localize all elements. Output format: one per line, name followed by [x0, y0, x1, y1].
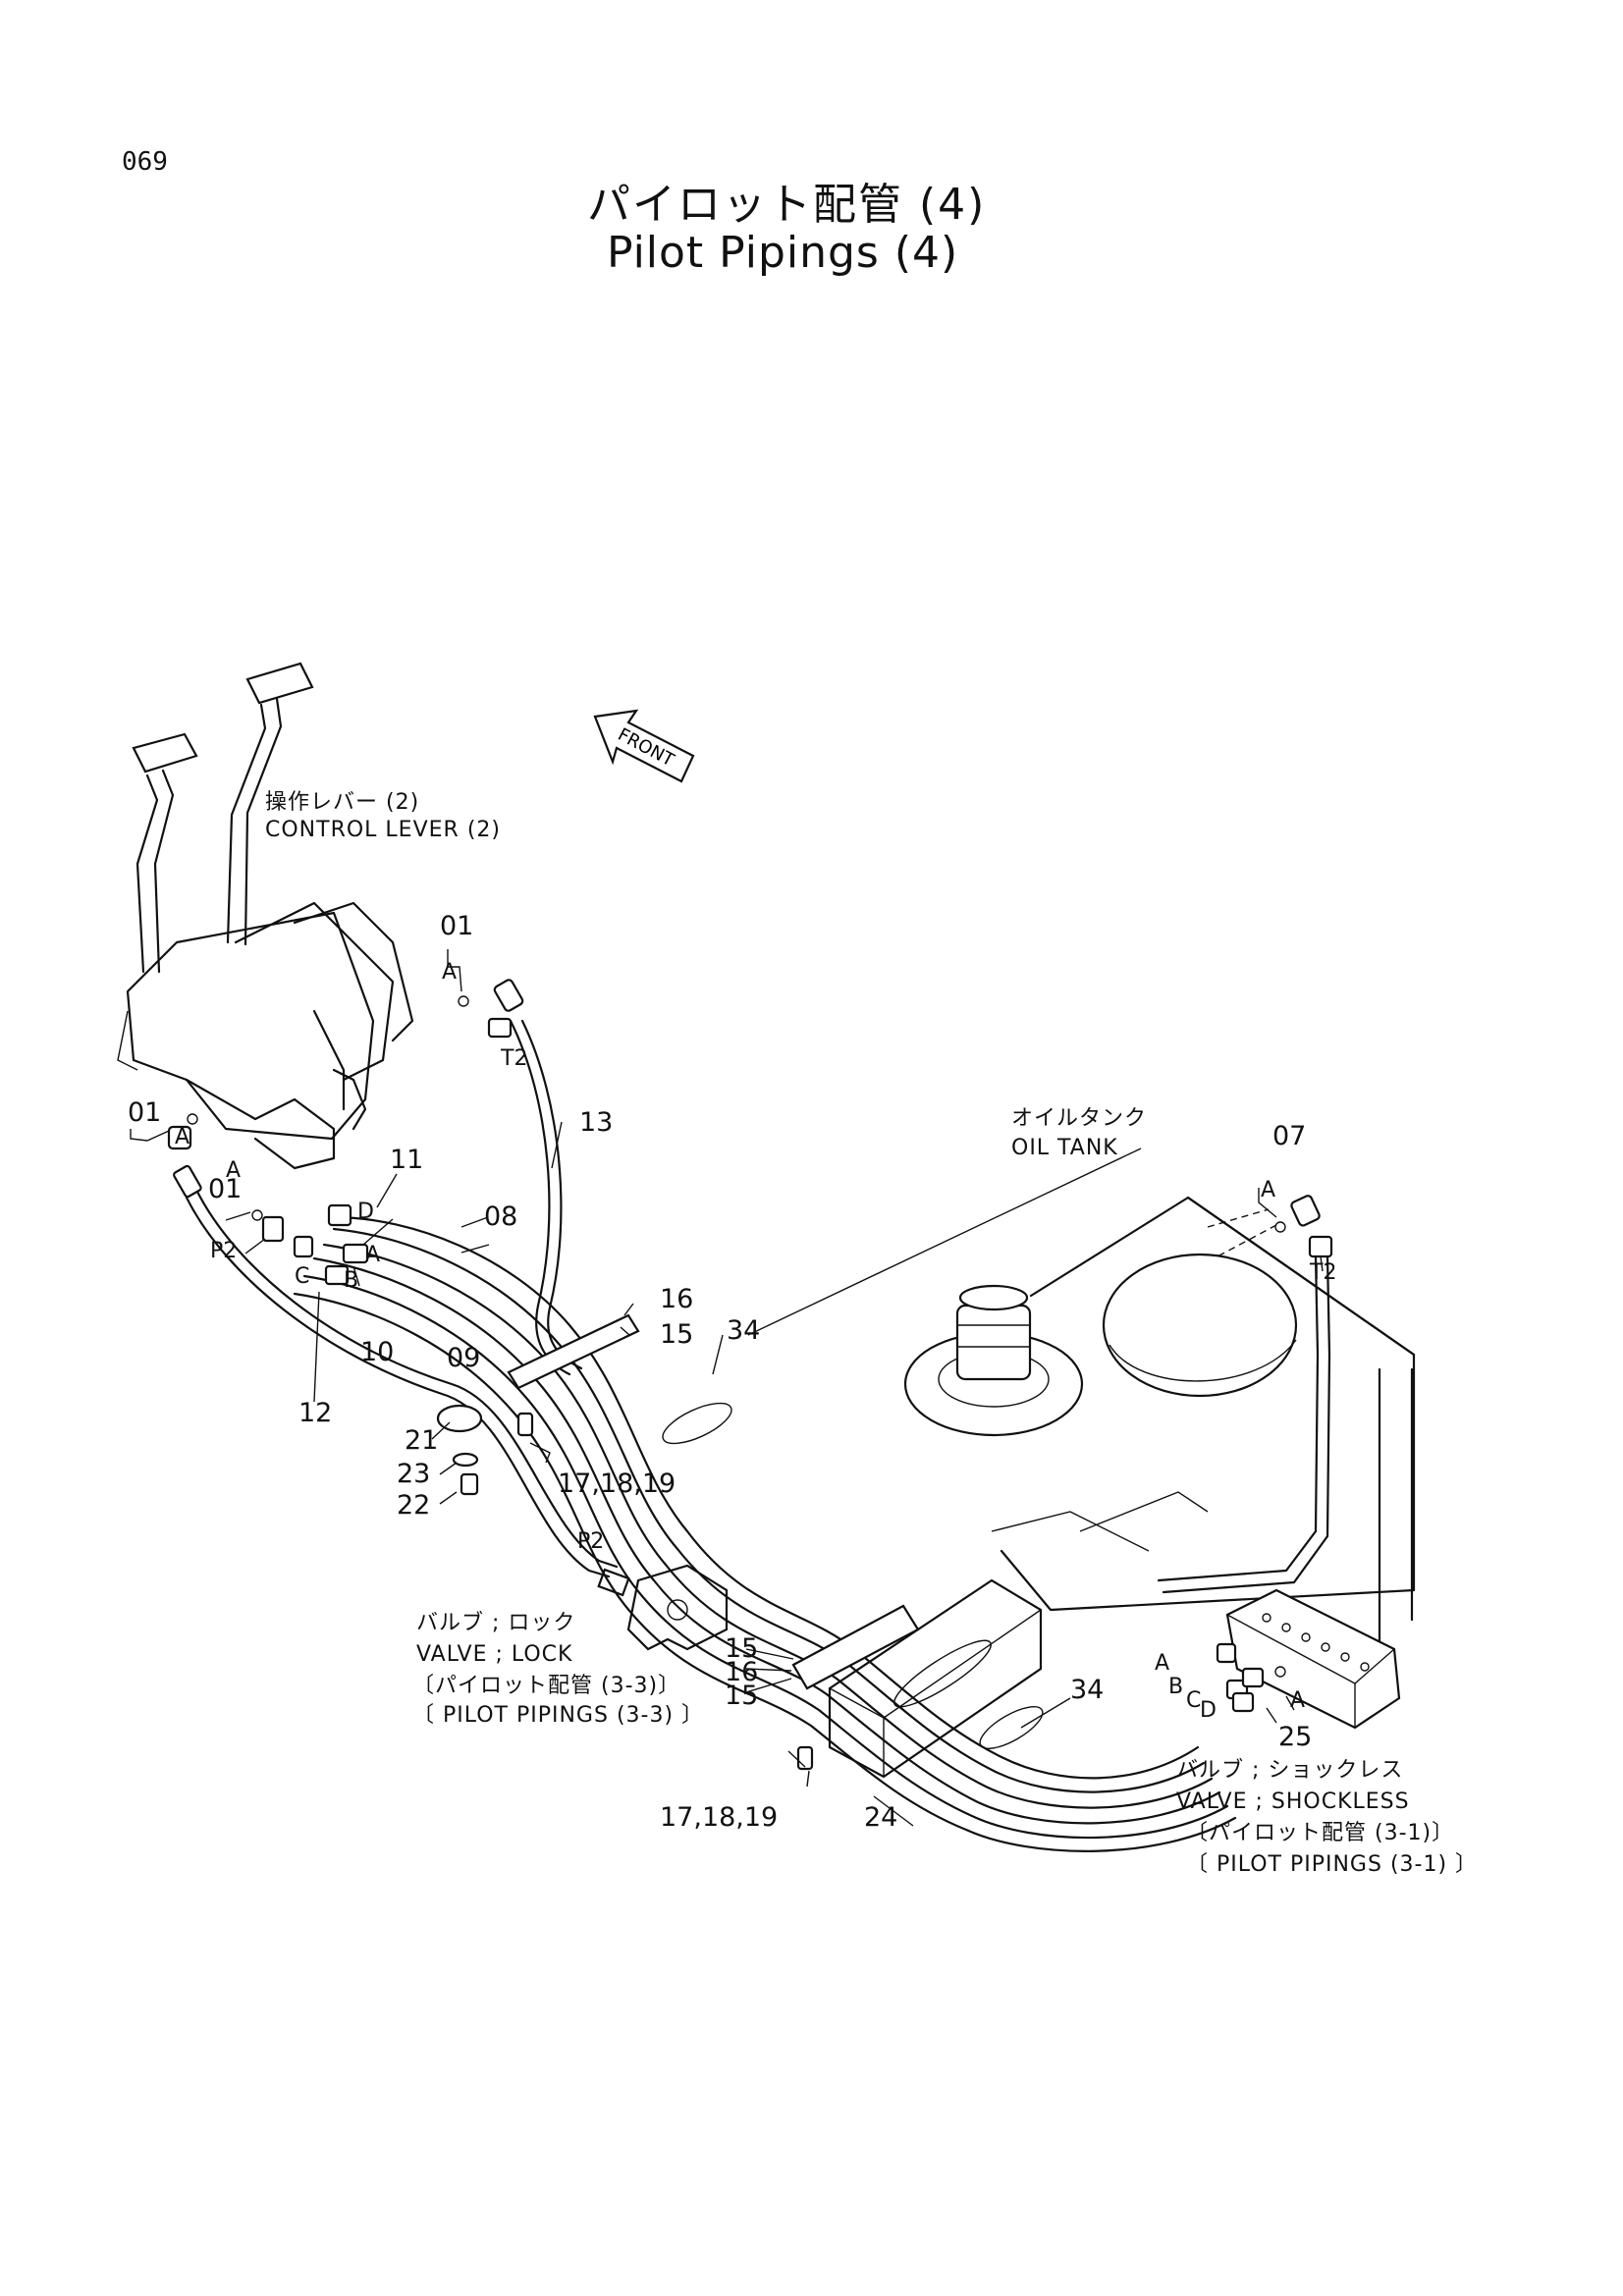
- valve-lock-ref-en: 〔 PILOT PIPINGS (3-3) 〕: [412, 1703, 705, 1728]
- part-10: 10: [360, 1337, 395, 1367]
- valve-shockless-ref-en: 〔 PILOT PIPINGS (3-1) 〕: [1186, 1852, 1479, 1877]
- part-23: 23: [397, 1459, 431, 1489]
- port-p2-left: P2: [210, 1239, 238, 1263]
- port-d-shockless: D: [1200, 1698, 1217, 1723]
- port-a-top: A: [442, 960, 458, 985]
- port-c-shockless: C: [1186, 1688, 1202, 1713]
- part-01-top: 01: [440, 911, 474, 941]
- part-34-top: 34: [727, 1315, 761, 1346]
- port-t2-top: T2: [501, 1046, 528, 1071]
- part-24: 24: [864, 1802, 898, 1833]
- part-07: 07: [1272, 1121, 1307, 1151]
- part-22: 22: [397, 1490, 431, 1521]
- port-a-shockless: A: [1155, 1651, 1170, 1676]
- part-11: 11: [390, 1145, 424, 1175]
- oil-tank-label-ja: オイルタンク: [1011, 1106, 1148, 1131]
- part-09: 09: [447, 1343, 481, 1373]
- part-15-a: 15: [725, 1633, 759, 1664]
- control-lever-assembly: [117, 662, 414, 1170]
- port-b-pipe: B: [344, 1268, 359, 1293]
- part-21: 21: [405, 1425, 439, 1456]
- page-title-english: Pilot Pipings (4): [607, 228, 959, 278]
- port-b-shockless: B: [1168, 1675, 1184, 1699]
- port-c-pipe: C: [295, 1264, 310, 1289]
- control-lever-label-ja: 操作レバー (2): [265, 790, 420, 815]
- port-d: D: [357, 1200, 374, 1224]
- part-17-18-19-low: 17,18,19: [660, 1802, 779, 1833]
- part-13: 13: [579, 1107, 614, 1138]
- fittings: [167, 979, 1333, 1771]
- oil-tank: [903, 1196, 1416, 1671]
- valve-shockless-ref-ja: 〔パイロット配管 (3-1)〕: [1186, 1821, 1455, 1845]
- port-p2-lock: P2: [577, 1529, 605, 1554]
- part-25: 25: [1278, 1722, 1313, 1752]
- valve-shockless-label-ja: バルブ ; ショックレス: [1176, 1758, 1404, 1783]
- pipe-bundle: [185, 1019, 1237, 1852]
- control-lever-label-en: CONTROL LEVER (2): [265, 818, 501, 842]
- leader-lines: [130, 949, 1324, 1827]
- part-34-low: 34: [1070, 1675, 1105, 1705]
- part-08: 08: [484, 1201, 518, 1232]
- oil-tank-label-en: OIL TANK: [1011, 1136, 1118, 1160]
- part-01-left: 01: [128, 1097, 162, 1128]
- valve-shockless-label-en: VALVE ; SHOCKLESS: [1176, 1789, 1410, 1814]
- port-a-shockless-2: A: [1290, 1688, 1306, 1713]
- part-15-top: 15: [660, 1319, 694, 1350]
- bracket-24: [828, 1578, 1043, 1779]
- part-16-top: 16: [660, 1284, 694, 1314]
- part-15-b: 15: [725, 1681, 759, 1711]
- valve-lock-label-ja: バルブ ; ロック: [416, 1611, 576, 1635]
- port-a-pipe: A: [365, 1243, 381, 1267]
- front-arrow: FRONT: [593, 709, 695, 783]
- part-16-low: 16: [725, 1657, 759, 1687]
- part-17-18-19-top: 17,18,19: [558, 1468, 676, 1499]
- part-01-mid: 01: [208, 1174, 243, 1204]
- valve-lock-label-en: VALVE ; LOCK: [416, 1642, 573, 1667]
- port-a-tank: A: [1261, 1178, 1276, 1202]
- port-a-mid: A: [226, 1158, 242, 1183]
- shockless-valve: [1225, 1588, 1401, 1730]
- port-t2-tank: T2: [1310, 1260, 1337, 1285]
- port-a-left: A: [175, 1125, 190, 1149]
- page-number: 069: [122, 147, 168, 177]
- valve-lock-ref-ja: 〔パイロット配管 (3-3)〕: [412, 1674, 681, 1698]
- page-title-japanese: パイロット配管 (4): [587, 180, 987, 230]
- part-12: 12: [298, 1398, 333, 1428]
